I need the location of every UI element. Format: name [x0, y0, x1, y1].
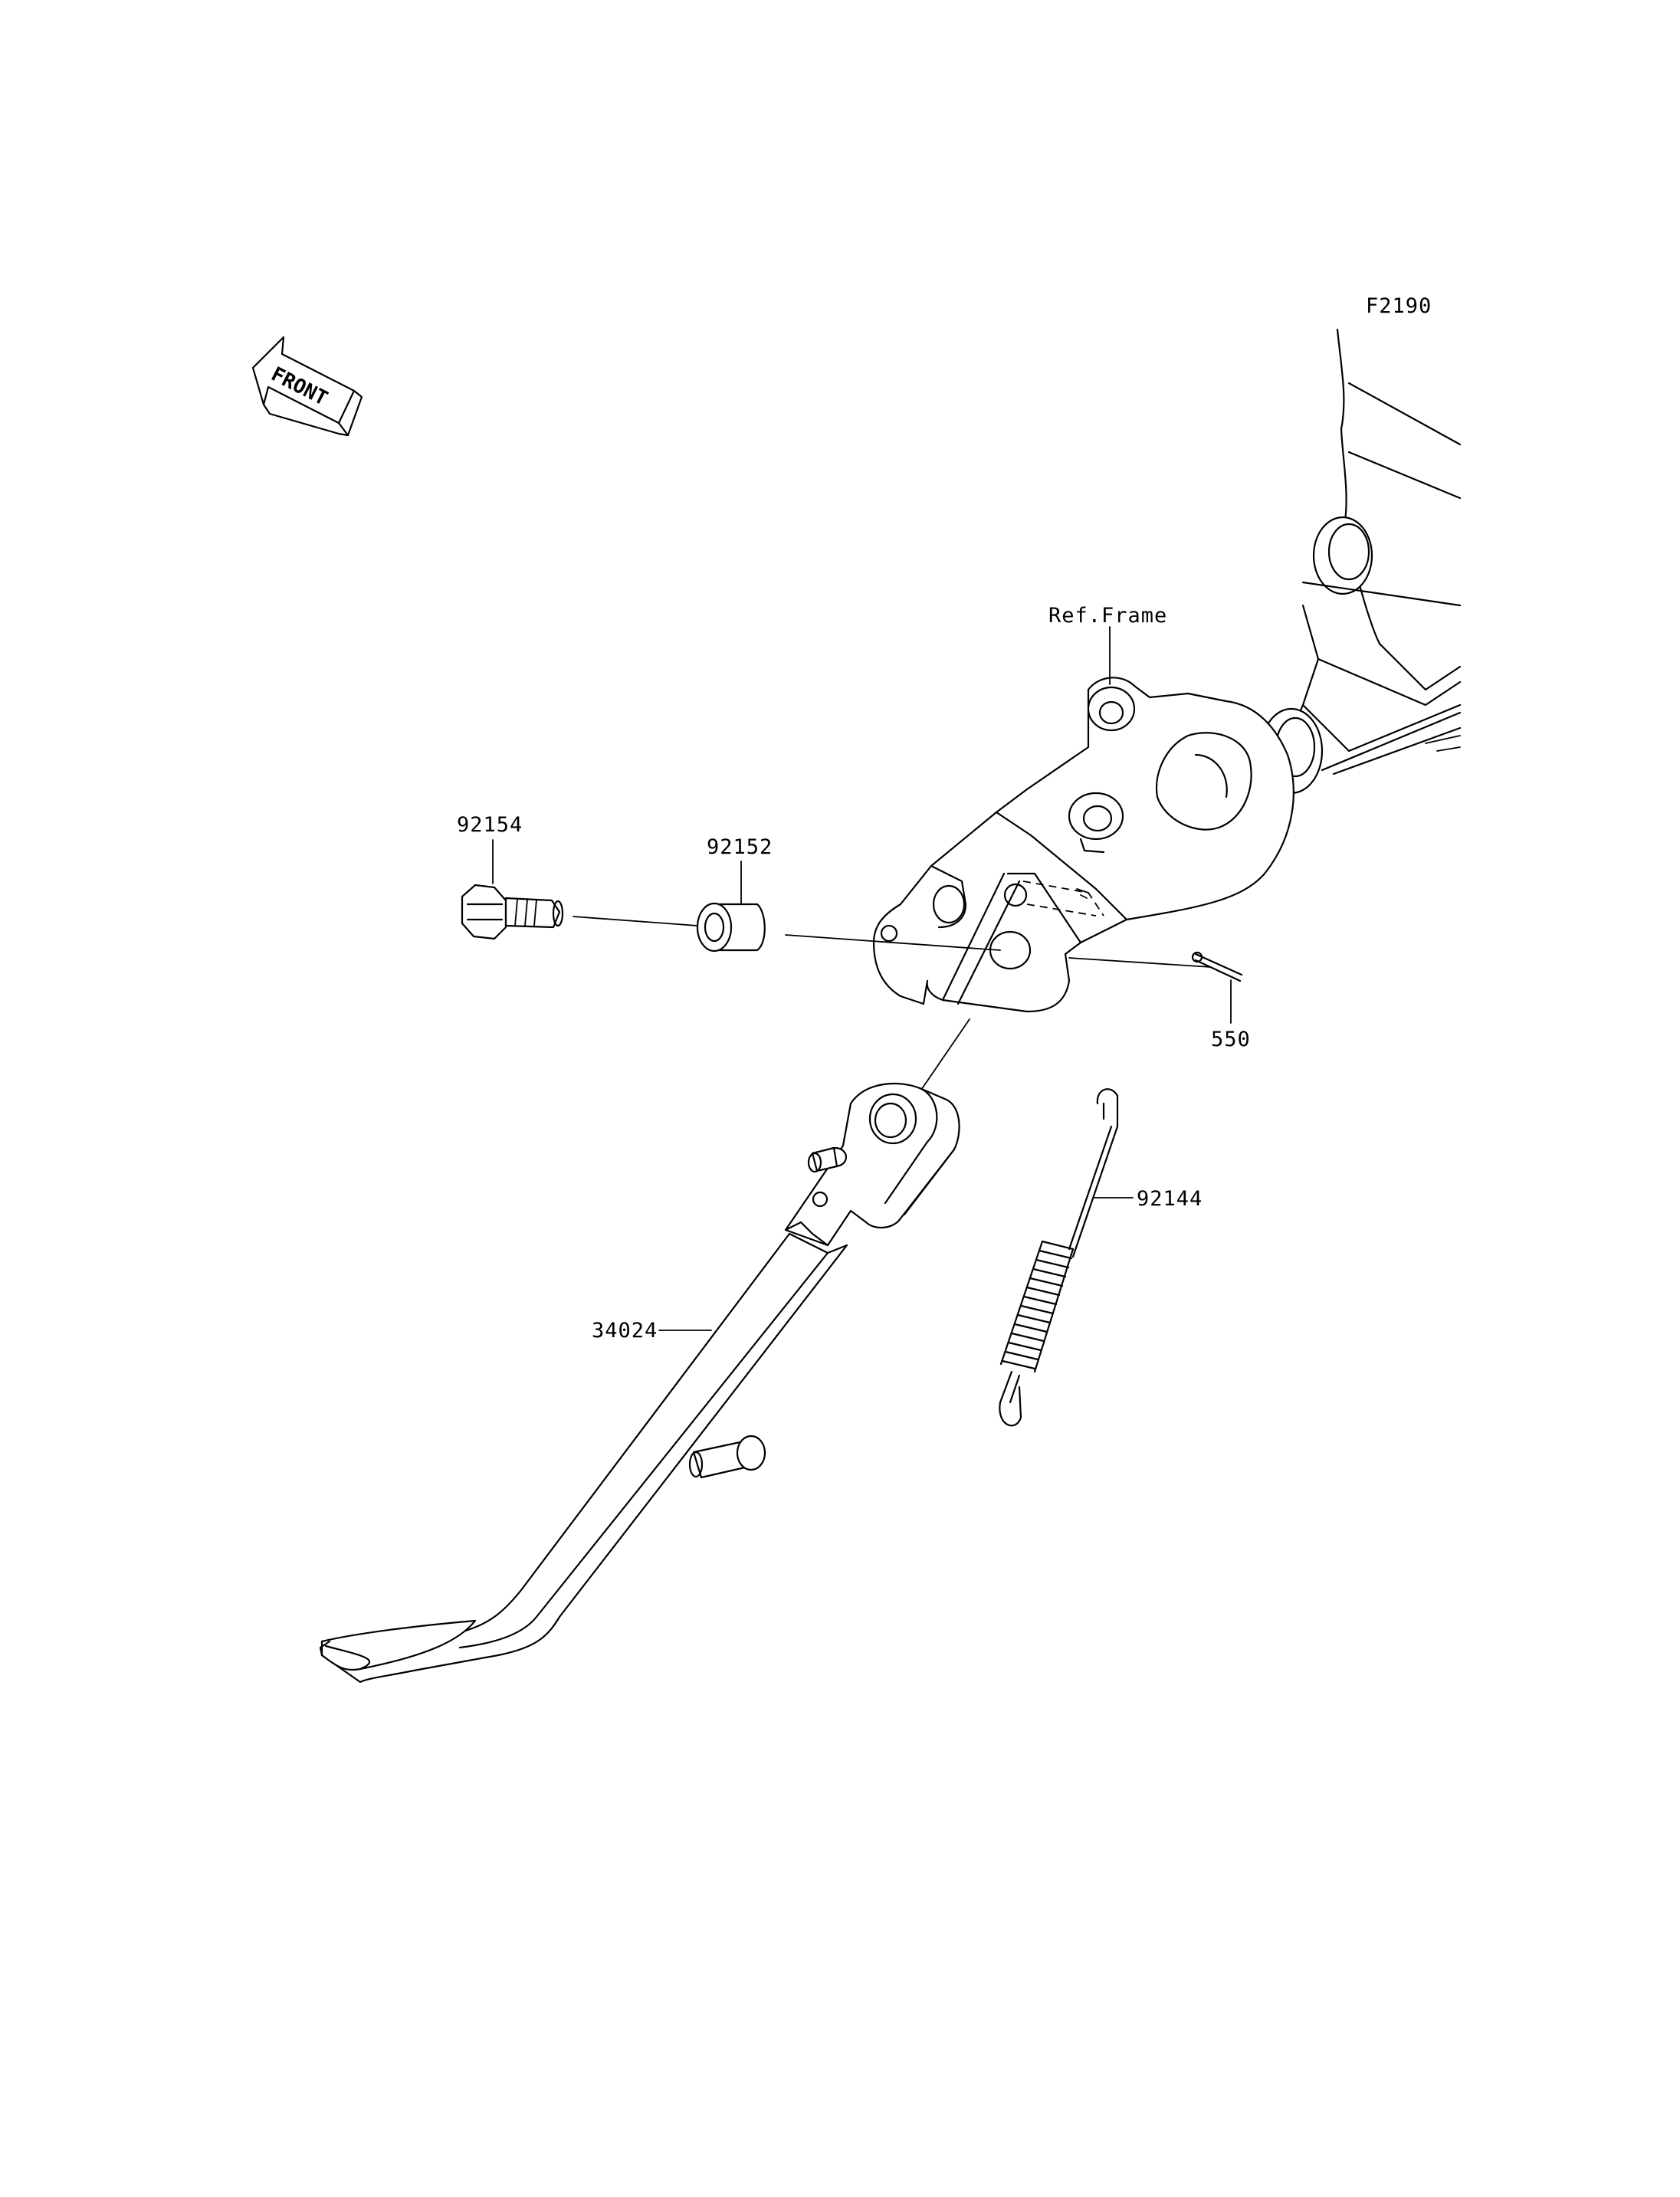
ref-frame-label: Ref.Frame: [1048, 604, 1167, 628]
part-label-92152: 92152: [707, 835, 773, 859]
assembly-line-stand: [919, 1018, 970, 1093]
axis-line-pin: [1068, 957, 1212, 968]
collar: [696, 902, 766, 953]
figure-code: F2190: [1366, 294, 1432, 318]
part-label-92144: 92144: [1137, 1187, 1203, 1211]
front-arrow-icon: FRONT: [251, 336, 363, 437]
part-label-92154: 92154: [457, 813, 523, 837]
axis-line-collar: [785, 934, 1001, 951]
spring-coils: [999, 1240, 1075, 1373]
flange-bolt: [461, 884, 564, 940]
side-stand: [319, 1082, 960, 1684]
axis-line-bolt: [573, 916, 698, 926]
spring: [999, 1088, 1119, 1427]
cotter-pin: [1191, 951, 1243, 982]
part-label-34024: 34024: [592, 1319, 658, 1343]
part-label-550: 550: [1211, 1028, 1251, 1051]
reference-frame: [872, 328, 1462, 1013]
